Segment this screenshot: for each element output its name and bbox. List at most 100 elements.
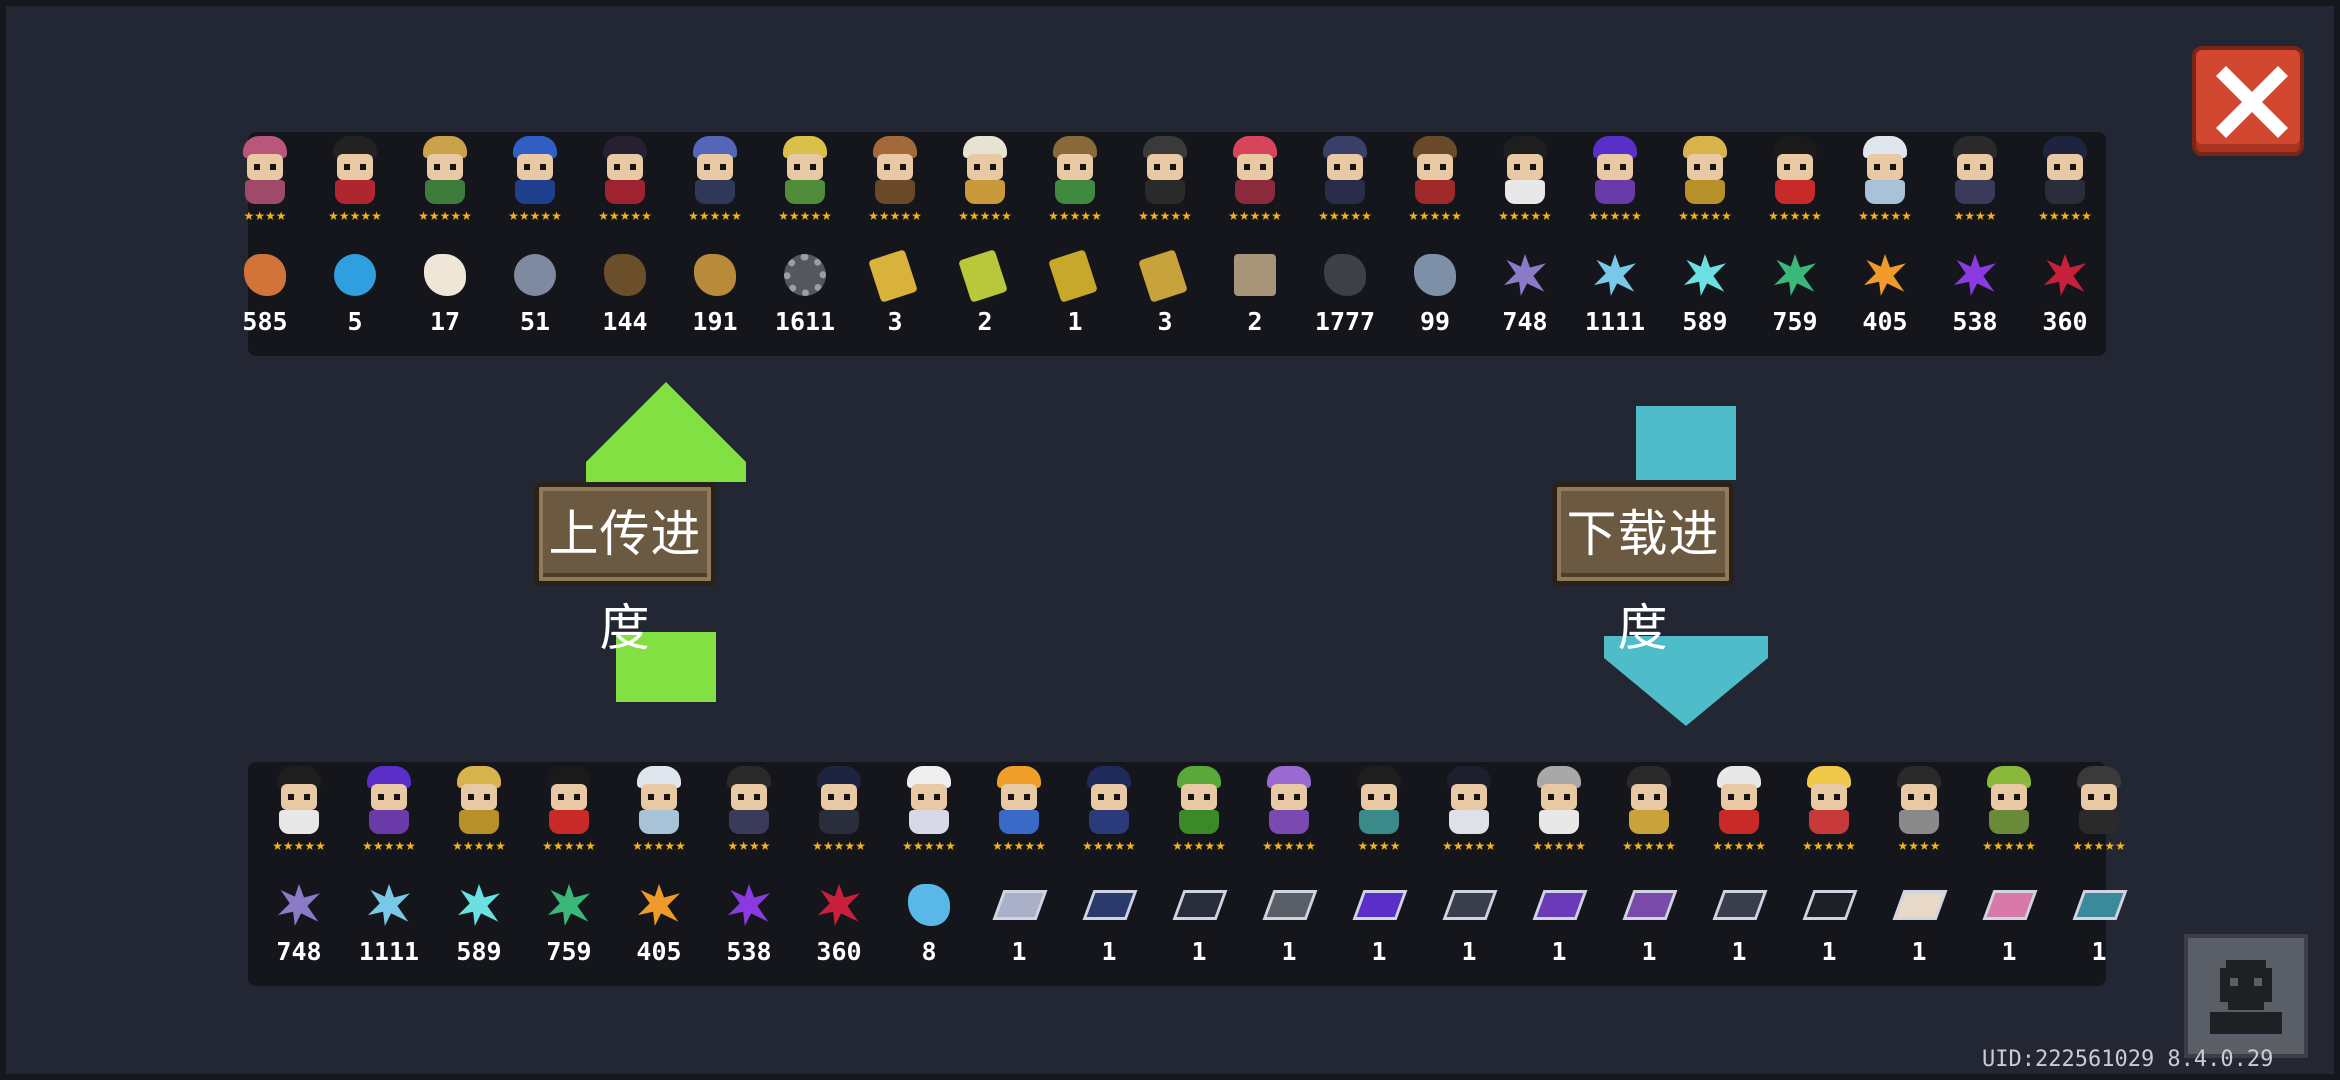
character-hair [1627,766,1671,788]
item-cell: 99 [1390,244,1480,354]
character-cell: ★★★★★ [794,762,884,872]
close-button[interactable] [2192,46,2304,156]
character-portrait [954,136,1016,206]
character-cell: ★★★★★ [974,762,1064,872]
character-body [1055,180,1095,204]
character-eye [630,164,636,170]
star-rating: ★★★★★ [812,839,866,853]
character-hair [243,136,287,158]
item-cell: 17 [400,244,490,354]
character-body [1899,810,1939,834]
item-cell: 1 [1784,874,1874,984]
item-count: 5 [347,307,363,336]
star-rating: ★★★★★ [1228,209,1282,223]
item-cell: 2 [940,244,1030,354]
crystal-item-icon [818,884,860,926]
character-body [515,180,555,204]
character-hair [1413,136,1457,158]
character-hair [423,136,467,158]
character-portrait [1978,766,2040,836]
top-progress-strip[interactable]: ★★★★★★★★★★★★★★★★★★★★★★★★★★★★★★★★★★★★★★★★… [242,132,2106,356]
character-eye [1024,794,1030,800]
item-cell: 538 [704,874,794,984]
character-hair [1863,136,1907,158]
item-count: 585 [242,307,288,336]
character-face [337,154,373,180]
star-rating: ★★★★★ [1622,839,1676,853]
item-cell: 1 [1514,874,1604,984]
character-portrait [1798,766,1860,836]
character-hair [1447,766,1491,788]
item-cell: 191 [670,244,760,354]
character-eye [450,164,456,170]
character-face [1417,154,1453,180]
download-progress-button[interactable]: 下载进度 [1552,482,1734,657]
character-body [1775,180,1815,204]
character-eye [1294,794,1300,800]
item-cell: 51 [490,244,580,354]
character-body [1269,810,1309,834]
character-eye [704,164,710,170]
bottom-progress-strip[interactable]: ★★★★★★★★★★★★★★★★★★★★★★★★★★★★★★★★★★★★★★★★… [248,762,2128,986]
character-body [459,810,499,834]
item-count: 759 [1772,307,1818,336]
item-count: 360 [2042,307,2088,336]
star-rating: ★★★★★ [1318,209,1372,223]
crystal-item-icon [728,884,770,926]
character-portrait [1404,136,1466,206]
character-body [1989,810,2029,834]
character-eye [1980,164,1986,170]
character-face [641,784,677,810]
account-avatar-button[interactable] [2184,934,2308,1058]
character-face [551,784,587,810]
character-cell: ★★★★★ [760,132,850,242]
character-cell: ★★★★★ [1784,762,1874,872]
character-cell: ★★★★★ [940,132,1030,242]
character-hair [2077,766,2121,788]
character-body [425,180,465,204]
character-hair [1087,766,1131,788]
character-face [461,784,497,810]
character-eye [558,794,564,800]
character-body [1179,810,1219,834]
character-portrait [358,766,420,836]
character-eye [378,794,384,800]
star-rating: ★★★★★ [958,209,1012,223]
character-cell: ★★★★★ [884,762,974,872]
star-rating: ★★★★★ [992,839,1046,853]
character-hair [1897,766,1941,788]
character-face [517,154,553,180]
character-portrait [898,766,960,836]
character-cell: ★★★★ [704,762,794,872]
character-portrait [234,136,296,206]
crystal-item-icon [638,884,680,926]
character-hair [1987,766,2031,788]
card-item-icon [1048,249,1098,303]
character-face [1631,784,1667,810]
character-cell: ★★★★★ [1210,132,1300,242]
character-cell: ★★★★★ [1244,762,1334,872]
character-hair [873,136,917,158]
character-portrait [1854,136,1916,206]
item-cell: 360 [2020,244,2110,354]
item-cell: 3 [850,244,940,354]
upload-progress-button[interactable]: 上传进度 [534,482,716,657]
top-character-row: ★★★★★★★★★★★★★★★★★★★★★★★★★★★★★★★★★★★★★★★★… [220,132,2110,242]
download-progress-label: 下载进度 [1566,505,1720,657]
character-cell: ★★★★★ [670,132,760,242]
character-eye [2054,164,2060,170]
character-eye [2104,794,2110,800]
character-portrait [1438,766,1500,836]
character-face [247,154,283,180]
character-eye [1424,164,1430,170]
character-hair [1683,136,1727,158]
panel-item-icon [1982,890,2038,920]
character-face [1811,784,1847,810]
character-face [967,154,1003,180]
character-body [1865,180,1905,204]
character-cell: ★★★★★ [1660,132,1750,242]
item-count: 1 [1551,937,1567,966]
character-body [1415,180,1455,204]
character-cell: ★★★★★ [1424,762,1514,872]
